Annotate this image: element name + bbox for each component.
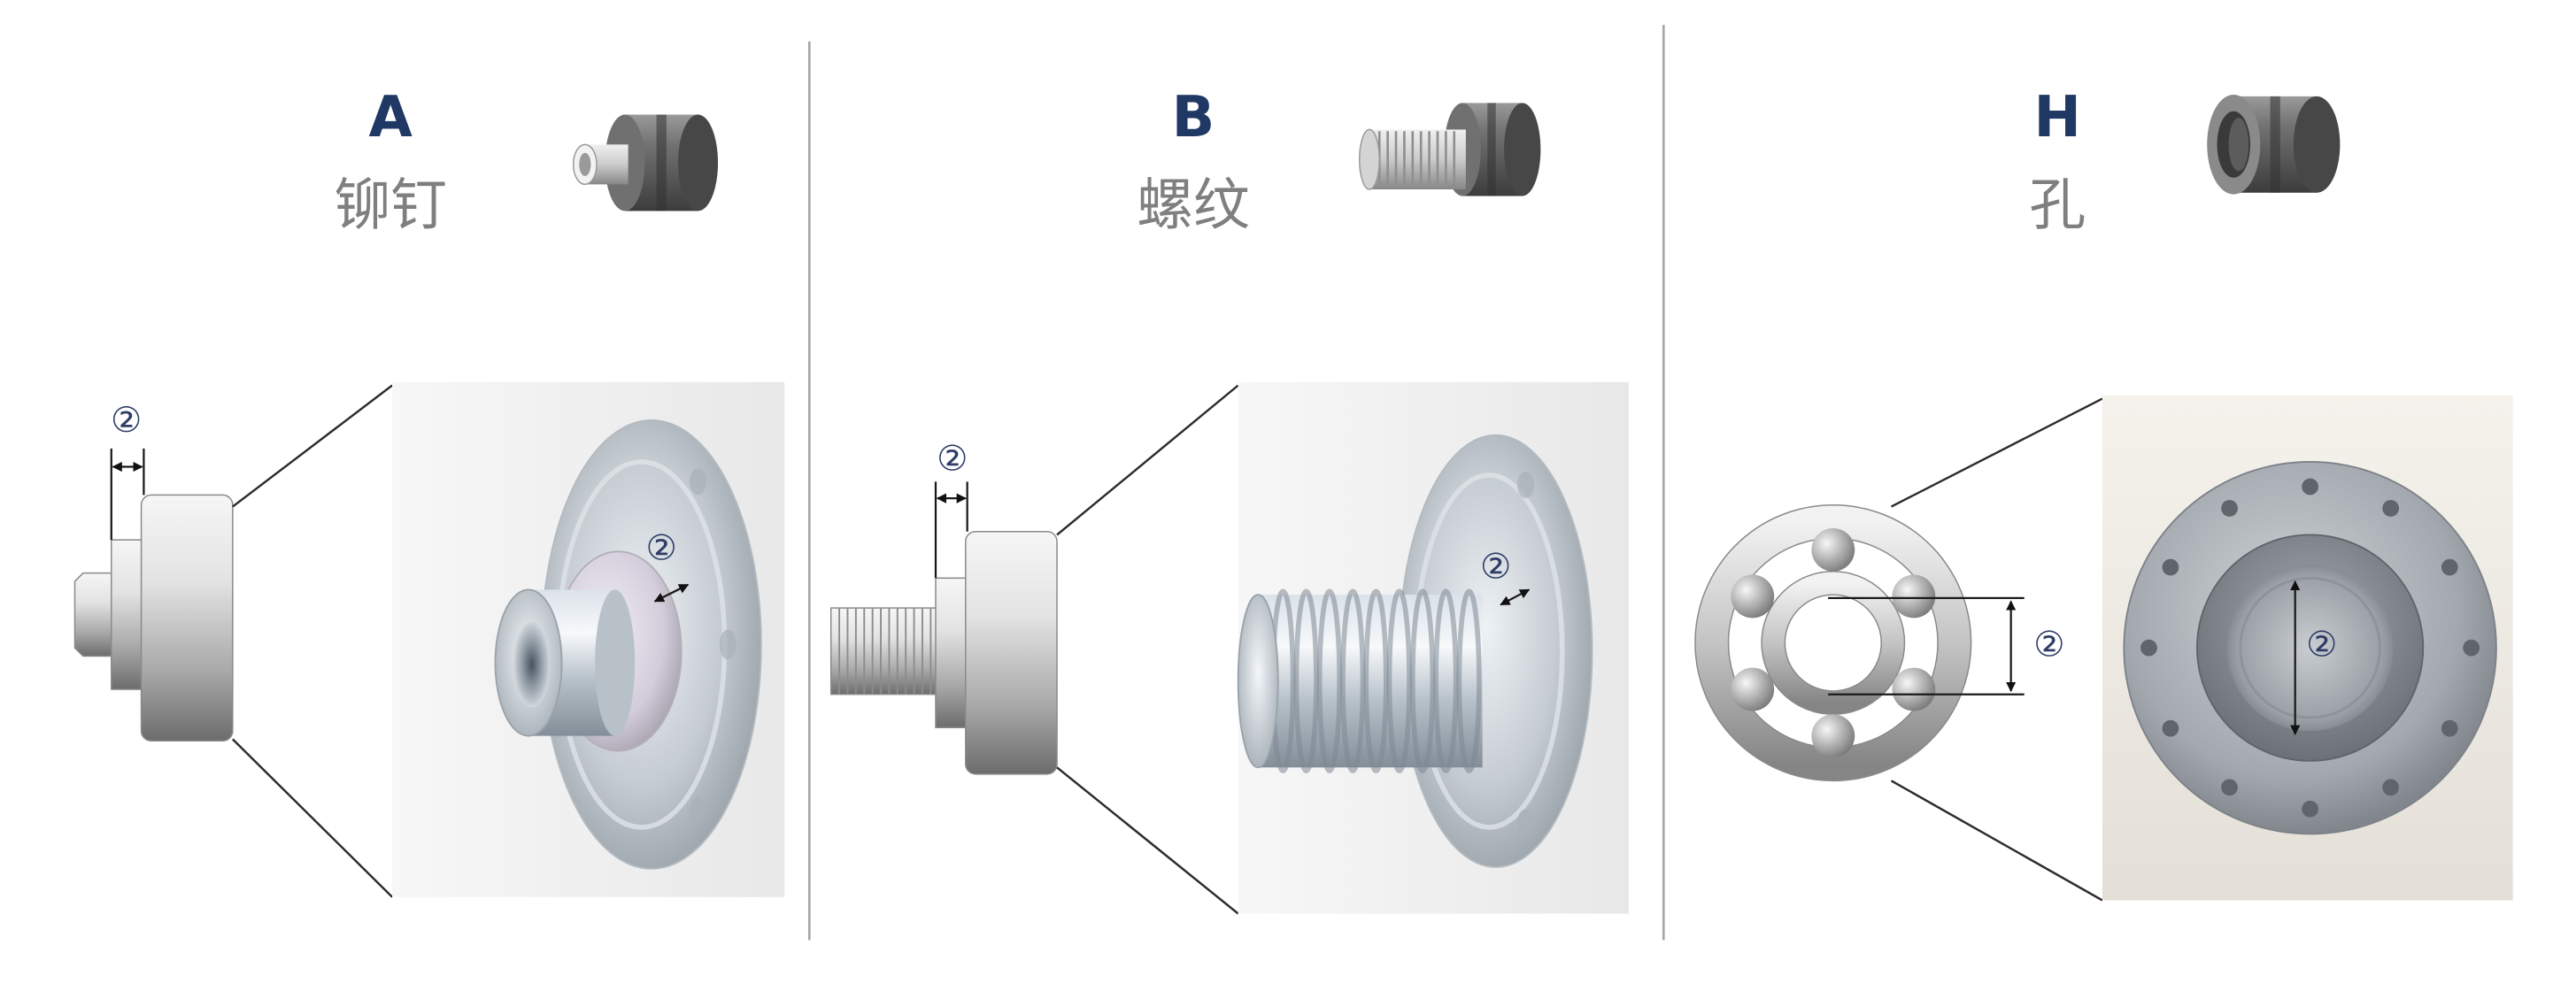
disc-hole (2441, 558, 2458, 576)
bearing-ball (1731, 574, 1775, 619)
thread-flange (965, 530, 1058, 775)
bearing-ball (1811, 527, 1855, 572)
hole-photo: ② (2102, 395, 2513, 901)
thread-crest (1316, 588, 1343, 773)
icon-groove (1487, 103, 1496, 196)
thread-crest (1409, 588, 1436, 773)
bearing-ball (1892, 574, 1936, 619)
panel-letter: B (1172, 85, 1215, 150)
dimension-label: ② (1480, 546, 1511, 587)
disc-rivet-holes (2140, 478, 2480, 818)
thread-side-view: ② (829, 438, 1058, 775)
panel-type-name: 铆钉 (334, 173, 447, 238)
disc-hole (2302, 478, 2318, 496)
thread-photo: ② (1237, 381, 1629, 914)
icon-groove (656, 114, 667, 211)
disc-hole (2302, 800, 2318, 818)
hole-insert-icon (2207, 95, 2341, 195)
rivet-icon (572, 114, 719, 211)
thread-ridges (838, 608, 932, 695)
disc-hole (2382, 500, 2400, 517)
panel-hole: H 孔 ② (1694, 85, 2513, 902)
dimension-label: ② (937, 438, 968, 479)
panel-type-name: 螺纹 (1137, 173, 1250, 238)
disc-hole (2463, 639, 2480, 657)
dimension-arrow (1500, 588, 1531, 606)
panel-thread: B 螺纹 ② (829, 85, 1629, 915)
panel-type-name: 孔 (2029, 173, 2086, 238)
icon-thread-rod (1369, 129, 1466, 190)
zoom-line-top (232, 384, 393, 508)
dimension-arrow (653, 583, 690, 603)
panel-letter: H (2034, 85, 2081, 150)
threaded-stud-icon (1358, 103, 1541, 196)
bearing-ball (1731, 667, 1775, 711)
icon-pin-hollow (579, 152, 591, 176)
thread-crests (1270, 588, 1482, 773)
zoom-line-top (1890, 397, 2103, 508)
flange-dimple (719, 629, 737, 660)
disc-hole (2162, 719, 2179, 737)
stud-face (1237, 594, 1279, 769)
dimension-label: ② (111, 400, 142, 441)
rivet-flange (140, 494, 234, 742)
panel-letter: A (368, 85, 413, 150)
thread-crest (1363, 588, 1389, 773)
icon-back-face (1504, 103, 1541, 196)
zoom-line-bottom (231, 738, 393, 898)
inner-ring-edge (1784, 594, 1882, 692)
hole-inner-edge (2239, 576, 2381, 719)
zoom-line-bottom (1056, 766, 1239, 915)
icon-back-face (2293, 96, 2341, 193)
disc-hole (2382, 779, 2400, 796)
center-hole (2226, 565, 2394, 732)
panel-rivet: A 铆钉 ② (73, 85, 785, 898)
flange-dimple (1517, 809, 1534, 836)
dimension-label: ② (2033, 625, 2064, 665)
stud-cone (513, 621, 551, 708)
rivet-stub (73, 572, 116, 657)
bearing-inner-ring (1762, 571, 1905, 715)
outer-ring-edge (1694, 503, 1972, 782)
dimension-label: ② (646, 528, 677, 569)
icon-hole-wall (2228, 118, 2249, 172)
zoom-line-bottom (1890, 780, 2103, 902)
thread-crest (1386, 588, 1412, 773)
icon-groove (2270, 96, 2280, 193)
stud-base-ring (595, 589, 636, 736)
dimension-label: ② (2306, 625, 2337, 665)
bearing-outer-ring (1694, 504, 1971, 781)
disc-hole (2221, 779, 2238, 796)
disc-hole (2221, 500, 2238, 517)
disc-hole (2140, 639, 2157, 657)
rivet-neck (111, 539, 146, 690)
disc-hole (2162, 558, 2179, 576)
thread-crest (1456, 588, 1482, 773)
thread-crest (1433, 588, 1459, 773)
rivet-photo: ② (392, 381, 785, 897)
thread-crest (1340, 588, 1366, 773)
flange-dimple (690, 797, 706, 825)
thread-rod (829, 607, 940, 695)
bearing-ball (1892, 667, 1936, 711)
rivet-side-view: ② (73, 400, 234, 742)
flange-dimple (1517, 472, 1534, 499)
thread-crest (1293, 588, 1319, 773)
bearing-front-view: ② (1694, 503, 2065, 782)
disc-hole (2441, 719, 2458, 737)
zoom-line-top (1056, 384, 1239, 536)
bearing-ball (1811, 714, 1855, 758)
icon-rod-end (1358, 128, 1381, 190)
thread-neck (935, 577, 970, 729)
icon-back-face (677, 114, 719, 211)
flange-dimple (690, 468, 706, 496)
